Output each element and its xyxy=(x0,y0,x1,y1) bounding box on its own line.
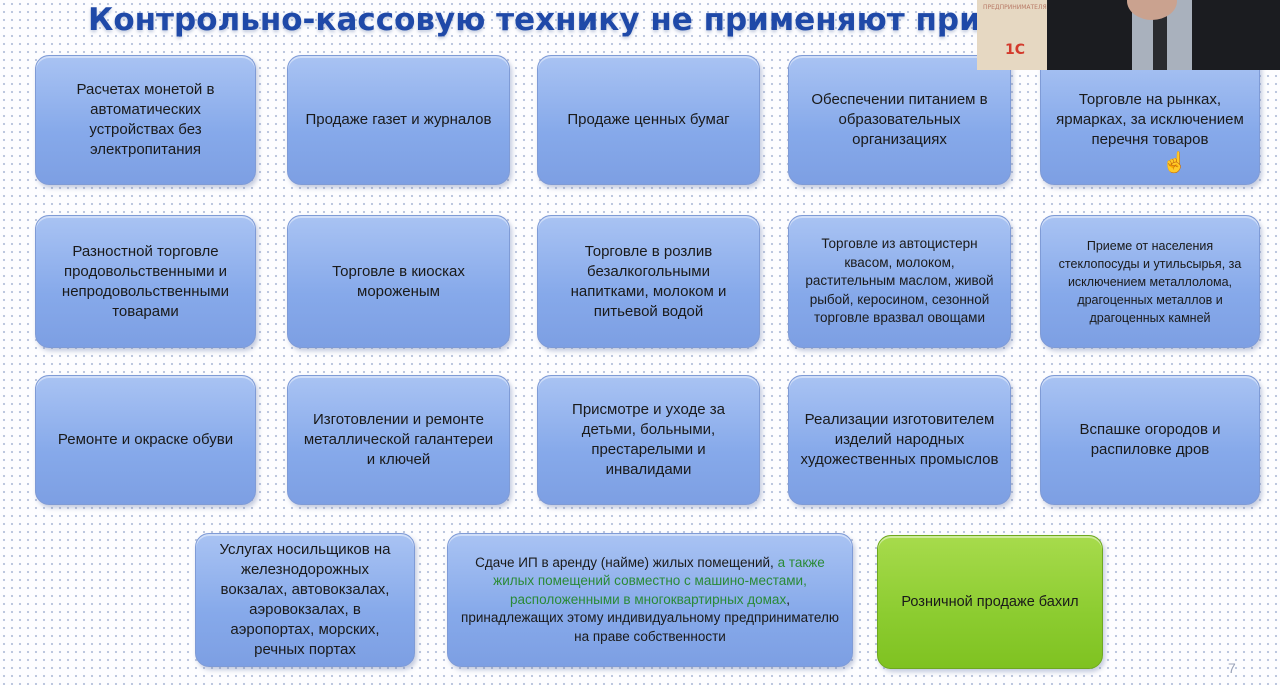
webcam-caption: ПРЕДПРИНИМАТЕЛЯМ xyxy=(983,4,1052,11)
presenter-tie xyxy=(1153,10,1167,70)
box-shoe-covers[interactable]: Розничной продаже бахил xyxy=(877,535,1103,669)
box-securities[interactable]: Продаже ценных бумаг xyxy=(537,55,760,185)
presenter-face xyxy=(1127,0,1177,20)
box-glassware-scrap[interactable]: Приеме от населения стеклопосуды и утиль… xyxy=(1040,215,1260,348)
hand-pointer-icon: ☝ xyxy=(1162,152,1187,174)
box-school-catering[interactable]: Обеспечении питанием в образовательных о… xyxy=(788,55,1011,185)
rent-text-highlight: а также жилых помещений совместно с маши… xyxy=(493,554,825,607)
box-peddling[interactable]: Разностной торговле продовольственными и… xyxy=(35,215,256,348)
box-folk-crafts[interactable]: Реализации изготовителем изделий народны… xyxy=(788,375,1011,505)
box-keys-haberdashery[interactable]: Изготовлении и ремонте металлической гал… xyxy=(287,375,510,505)
box-shoe-repair[interactable]: Ремонте и окраске обуви xyxy=(35,375,256,505)
box-tank-trucks[interactable]: Торговле из автоцистерн квасом, молоком,… xyxy=(788,215,1011,348)
box-ploughing[interactable]: Вспашке огородов и распиловке дров xyxy=(1040,375,1260,505)
rent-text-part3: , принадлежащих этому индивидуальному пр… xyxy=(461,591,839,644)
rent-text: Сдаче ИП в аренду (найме) жилых помещени… xyxy=(458,554,842,647)
box-rent-housing[interactable]: Сдаче ИП в аренду (найме) жилых помещени… xyxy=(447,533,853,667)
box-porters[interactable]: Услугах носильщиков на железнодорожных в… xyxy=(195,533,415,667)
box-draft-drinks[interactable]: Торговле в розлив безалкогольными напитк… xyxy=(537,215,760,348)
box-coin-machines[interactable]: Расчетах монетой в автоматических устрой… xyxy=(35,55,256,185)
webcam-overlay: ПРЕДПРИНИМАТЕЛЯМ 1С xyxy=(977,0,1280,70)
page-number: 7 xyxy=(1228,660,1236,676)
webcam-logo: 1С xyxy=(1005,42,1026,58)
box-markets-fairs[interactable]: Торговле на рынках, ярмарках, за исключе… xyxy=(1040,55,1260,185)
rent-text-part1: Сдаче ИП в аренду (найме) жилых помещени… xyxy=(475,554,774,570)
webcam-wall xyxy=(977,0,1057,70)
box-newspapers[interactable]: Продаже газет и журналов xyxy=(287,55,510,185)
box-ice-cream-kiosks[interactable]: Торговле в киосках мороженым xyxy=(287,215,510,348)
slide-title: Контрольно-кассовую технику не применяют… xyxy=(88,2,981,38)
box-childcare[interactable]: Присмотре и уходе за детьми, больными, п… xyxy=(537,375,760,505)
